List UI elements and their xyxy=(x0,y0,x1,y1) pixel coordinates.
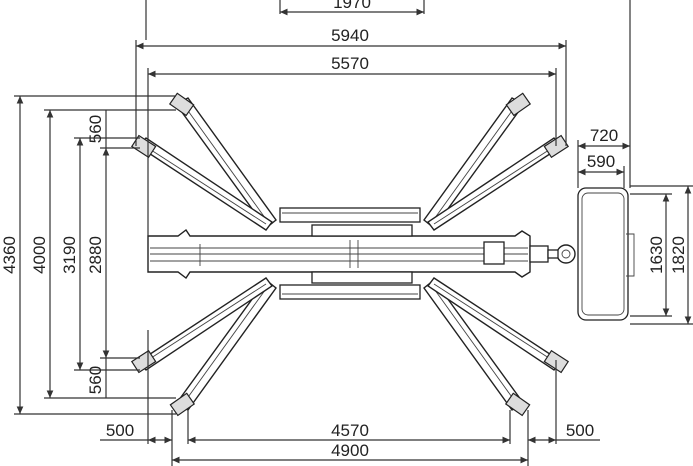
outrigger-lower-left-outer xyxy=(169,278,277,417)
dim-4570: 4570 xyxy=(331,421,369,440)
chassis xyxy=(147,224,531,284)
outrigger-upper-right-inner xyxy=(426,134,570,231)
dim-1970: 1970 xyxy=(333,0,371,12)
jib-head xyxy=(529,244,576,264)
lower-track xyxy=(279,284,421,300)
outrigger-upper-right-outer xyxy=(423,92,532,230)
dim-3190: 3190 xyxy=(60,236,79,274)
dim-720: 720 xyxy=(590,126,618,145)
outrigger-upper-left-inner xyxy=(130,134,274,231)
upper-track xyxy=(279,207,421,223)
dim-4900: 4900 xyxy=(331,441,369,460)
dim-5570: 5570 xyxy=(331,54,369,73)
dim-5940: 5940 xyxy=(331,26,369,45)
dim-2880: 2880 xyxy=(86,236,105,274)
dim-590: 590 xyxy=(587,152,615,171)
dim-1630: 1630 xyxy=(647,236,666,274)
dim-560-bottom: 560 xyxy=(86,366,105,394)
basket xyxy=(577,187,635,321)
dim-1820: 1820 xyxy=(669,236,688,274)
outrigger-lower-right-outer xyxy=(423,278,531,417)
dim-4000: 4000 xyxy=(30,236,49,274)
dim-560-top: 560 xyxy=(86,115,105,143)
outrigger-lower-right-inner xyxy=(426,277,570,374)
outrigger-upper-left-outer xyxy=(168,92,277,230)
dimension-lines xyxy=(14,0,693,466)
dim-4360: 4360 xyxy=(0,236,19,274)
dim-500-left: 500 xyxy=(106,421,134,440)
dim-500-right: 500 xyxy=(566,421,594,440)
outrigger-lower-left-inner xyxy=(130,277,274,374)
machine-outline xyxy=(130,92,635,417)
